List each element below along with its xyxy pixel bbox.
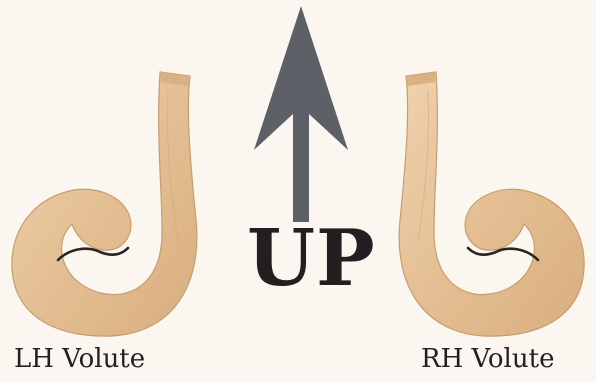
rh-volute-icon — [366, 50, 596, 340]
direction-label: UP — [247, 220, 376, 298]
arrow-up-icon — [252, 4, 350, 224]
lh-volute-label: LH Volute — [14, 344, 145, 374]
rh-volute-label: RH Volute — [421, 344, 554, 374]
lh-volute-icon — [0, 50, 230, 340]
